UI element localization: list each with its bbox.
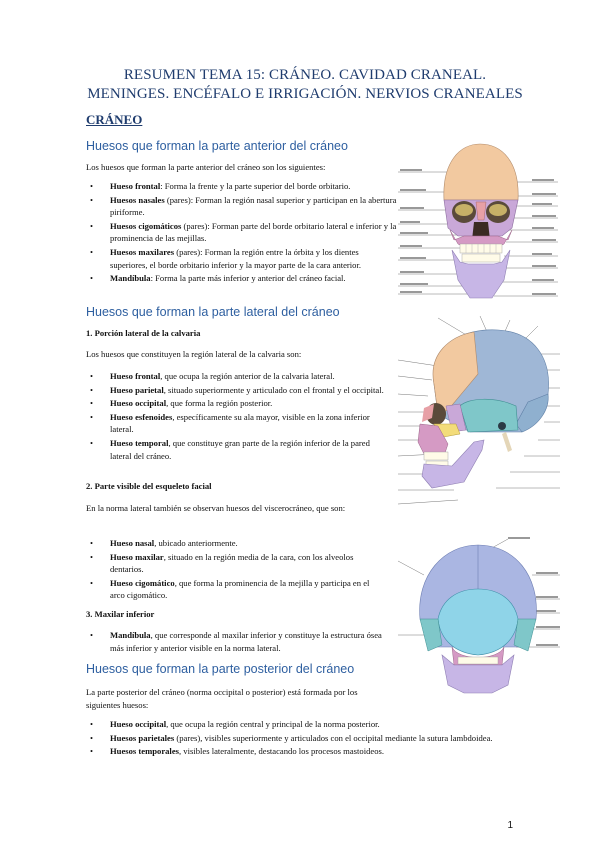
- page-number: 1: [507, 820, 513, 831]
- list-item: Hueso temporal, que constituye gran part…: [86, 437, 384, 462]
- list-item: Huesos cigomáticos (pares): Forman parte…: [86, 220, 398, 245]
- list-item: Huesos maxilares (pares): Forman la regi…: [86, 246, 398, 271]
- list-item: Hueso frontal, que ocupa la región anter…: [86, 370, 384, 383]
- anterior-skull-figure: [398, 143, 558, 299]
- subheading-mandible: 3. Maxilar inferior: [86, 609, 155, 619]
- subheading-facial: 2. Parte visible del esqueleto facial: [86, 481, 212, 491]
- title-line-1: RESUMEN TEMA 15: CRÁNEO. CAVIDAD CRANEAL…: [123, 67, 487, 83]
- lateral-skull-figure: [398, 315, 560, 505]
- intro-facial: En la norma lateral también se observan …: [86, 503, 346, 513]
- list-item: Huesos parietales (pares), visibles supe…: [86, 732, 526, 745]
- list-item: Huesos temporales, visibles lateralmente…: [86, 745, 526, 758]
- list-item: Mandíbula: Forma la parte más inferior y…: [86, 272, 398, 285]
- intro-posterior: La parte posterior del cráneo (norma occ…: [86, 687, 358, 710]
- intro-anterior: Los huesos que forman la parte anterior …: [86, 162, 326, 172]
- list-calvaria: Hueso frontal, que ocupa la región anter…: [86, 370, 384, 463]
- list-item: Hueso nasal, ubicado anteriormente.: [86, 537, 384, 550]
- list-item: Hueso maxilar, situado en la región medi…: [86, 551, 384, 576]
- list-facial: Hueso nasal, ubicado anteriormente. Hues…: [86, 537, 384, 603]
- list-anterior: Hueso frontal: Forma la frente y la part…: [86, 180, 398, 286]
- list-item: Hueso parietal, situado superiormente y …: [86, 384, 384, 397]
- title-line-2: MENINGES. ENCÉFALO E IRRIGACIÓN. NERVIOS…: [87, 86, 523, 102]
- heading-anterior: Huesos que forman la parte anterior del …: [86, 139, 348, 153]
- list-item: Huesos nasales (pares): Forman la región…: [86, 194, 398, 219]
- list-item: Hueso frontal: Forma la frente y la part…: [86, 180, 398, 193]
- posterior-skull-figure: [398, 537, 560, 694]
- list-item: Hueso cigomático, que forma la prominenc…: [86, 577, 384, 602]
- list-item: Mandíbula, que corresponde al maxilar in…: [86, 629, 384, 654]
- section-heading: CRÁNEO: [86, 112, 143, 127]
- intro-calvaria: Los huesos que constituyen la región lat…: [86, 349, 302, 359]
- heading-posterior: Huesos que forman la parte posterior del…: [86, 662, 355, 676]
- list-item: Hueso occipital, que ocupa la región cen…: [86, 718, 526, 731]
- subheading-calvaria: 1. Porción lateral de la calvaria: [86, 328, 201, 338]
- list-posterior: Hueso occipital, que ocupa la región cen…: [86, 718, 526, 759]
- heading-lateral: Huesos que forman la parte lateral del c…: [86, 305, 340, 319]
- list-item: Hueso occipital, que forma la región pos…: [86, 397, 384, 410]
- list-mandible: Mandíbula, que corresponde al maxilar in…: [86, 629, 384, 655]
- list-item: Hueso esfenoides, específicamente su ala…: [86, 411, 384, 436]
- document-title: RESUMEN TEMA 15: CRÁNEO. CAVIDAD CRANEAL…: [70, 66, 540, 104]
